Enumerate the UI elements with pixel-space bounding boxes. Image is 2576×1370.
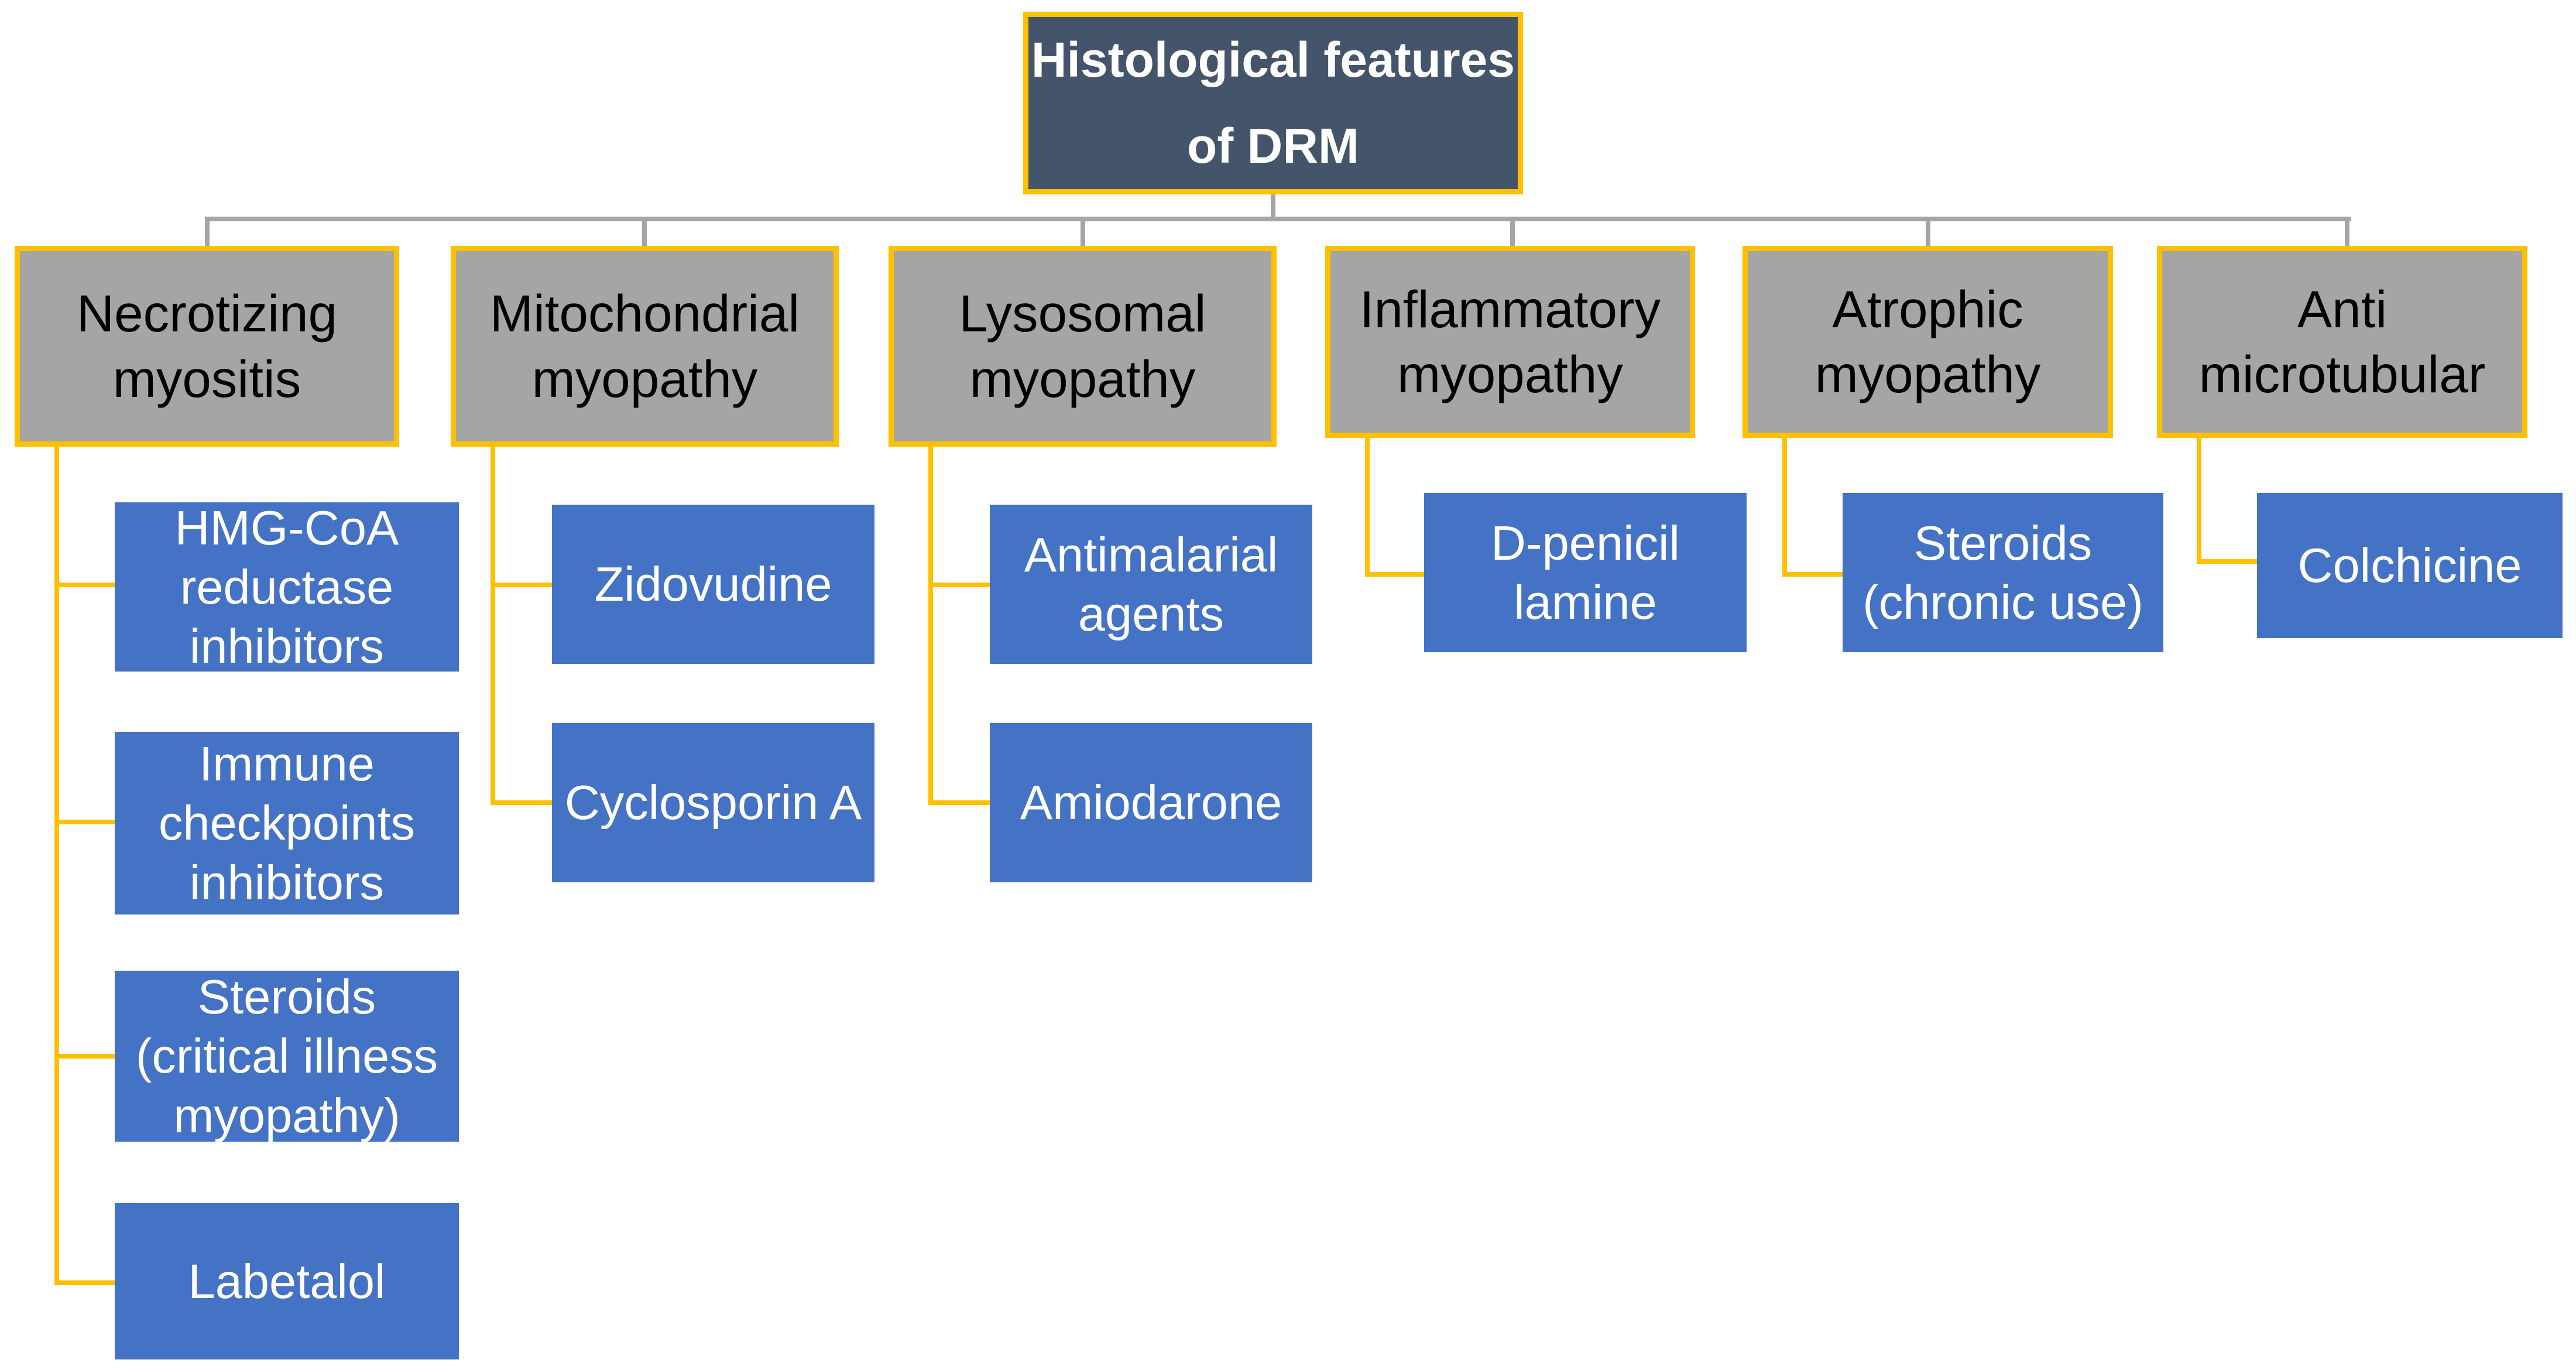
category-inflammatory-myopathy: Inflammatory myopathy (1325, 246, 1695, 438)
drug-spine-5 (2197, 436, 2201, 564)
category-label: Anti microtubular (2198, 279, 2486, 403)
drug-label: Labetalol (188, 1253, 386, 1309)
drug-connector-1-1 (490, 800, 553, 805)
category-connector-0 (205, 217, 210, 252)
root-title: Histological features of DRM (1031, 32, 1515, 173)
drug-colchicine: Colchicine (2257, 493, 2563, 638)
drug-connector-0-3 (54, 1280, 115, 1285)
drug-label: HMG-CoA reductase inhibitors (174, 502, 399, 672)
category-label: Atrophic myopathy (1814, 279, 2041, 403)
category-connector-2 (1081, 217, 1085, 252)
drug-connector-0-1 (54, 820, 115, 824)
drug-label: Cyclosporin A (564, 775, 862, 830)
category-label: Lysosomal myopathy (959, 284, 1206, 408)
drug-spine-4 (1782, 436, 1787, 577)
drug-label: Amiodarone (1020, 775, 1282, 830)
category-mitochondrial-myopathy: Mitochondrial myopathy (451, 246, 839, 447)
drug-steroids-critical-illness: Steroids (critical illness myopathy) (115, 971, 459, 1142)
category-atrophic-myopathy: Atrophic myopathy (1743, 246, 2113, 438)
category-connector-5 (2345, 217, 2349, 252)
category-connector-1 (642, 217, 647, 252)
drug-connector-2-0 (928, 583, 990, 587)
drug-immune-checkpoints-inhibitors: Immune checkpoints inhibitors (115, 732, 459, 915)
drug-label: Zidovudine (594, 557, 832, 612)
drug-labetalol: Labetalol (115, 1203, 459, 1359)
category-necrotizing-myositis: Necrotizing myositis (15, 246, 399, 447)
root-connector-bar (205, 217, 2351, 221)
drug-connector-1-0 (490, 583, 553, 587)
category-lysosomal-myopathy: Lysosomal myopathy (889, 246, 1277, 447)
category-label: Mitochondrial myopathy (489, 284, 800, 408)
drug-spine-0 (54, 445, 59, 1285)
category-connector-3 (1510, 217, 1515, 252)
drug-amiodarone: Amiodarone (990, 723, 1312, 882)
drug-connector-0-0 (54, 583, 115, 587)
drug-connector-3-0 (1365, 572, 1425, 577)
drug-connector-5-0 (2197, 559, 2258, 564)
drug-zidovudine: Zidovudine (552, 505, 874, 664)
drug-label: Immune checkpoints inhibitors (158, 737, 416, 910)
drug-label: Steroids (chronic use) (1862, 515, 2143, 629)
drug-hmg-coa-reductase-inhibitors: HMG-CoA reductase inhibitors (115, 502, 459, 672)
drug-label: Steroids (critical illness myopathy) (135, 971, 438, 1142)
drug-label: Colchicine (2297, 538, 2522, 593)
drug-antimalarial-agents: Antimalarial agents (990, 505, 1312, 664)
drug-label: Antimalarial agents (1024, 527, 1278, 641)
category-label: Inflammatory myopathy (1359, 279, 1661, 403)
drug-d-penicillamine: D-penicillamine (1424, 493, 1747, 652)
drug-connector-0-2 (54, 1054, 115, 1059)
category-label: Necrotizing myositis (76, 284, 338, 408)
drug-spine-2 (928, 445, 933, 805)
root-connector-stem (1271, 194, 1275, 220)
drug-spine-3 (1365, 436, 1370, 577)
drug-label: D-penicillamine (1491, 515, 1680, 629)
drug-steroids-chronic-use: Steroids (chronic use) (1843, 493, 2163, 652)
drug-connector-2-1 (928, 800, 990, 805)
drug-connector-4-0 (1782, 572, 1843, 577)
drug-cyclosporin-a: Cyclosporin A (552, 723, 874, 882)
category-connector-4 (1926, 217, 1930, 252)
root-node: Histological features of DRM (1023, 12, 1523, 194)
drug-spine-1 (490, 445, 495, 805)
category-anti-microtubular: Anti microtubular (2157, 246, 2527, 438)
